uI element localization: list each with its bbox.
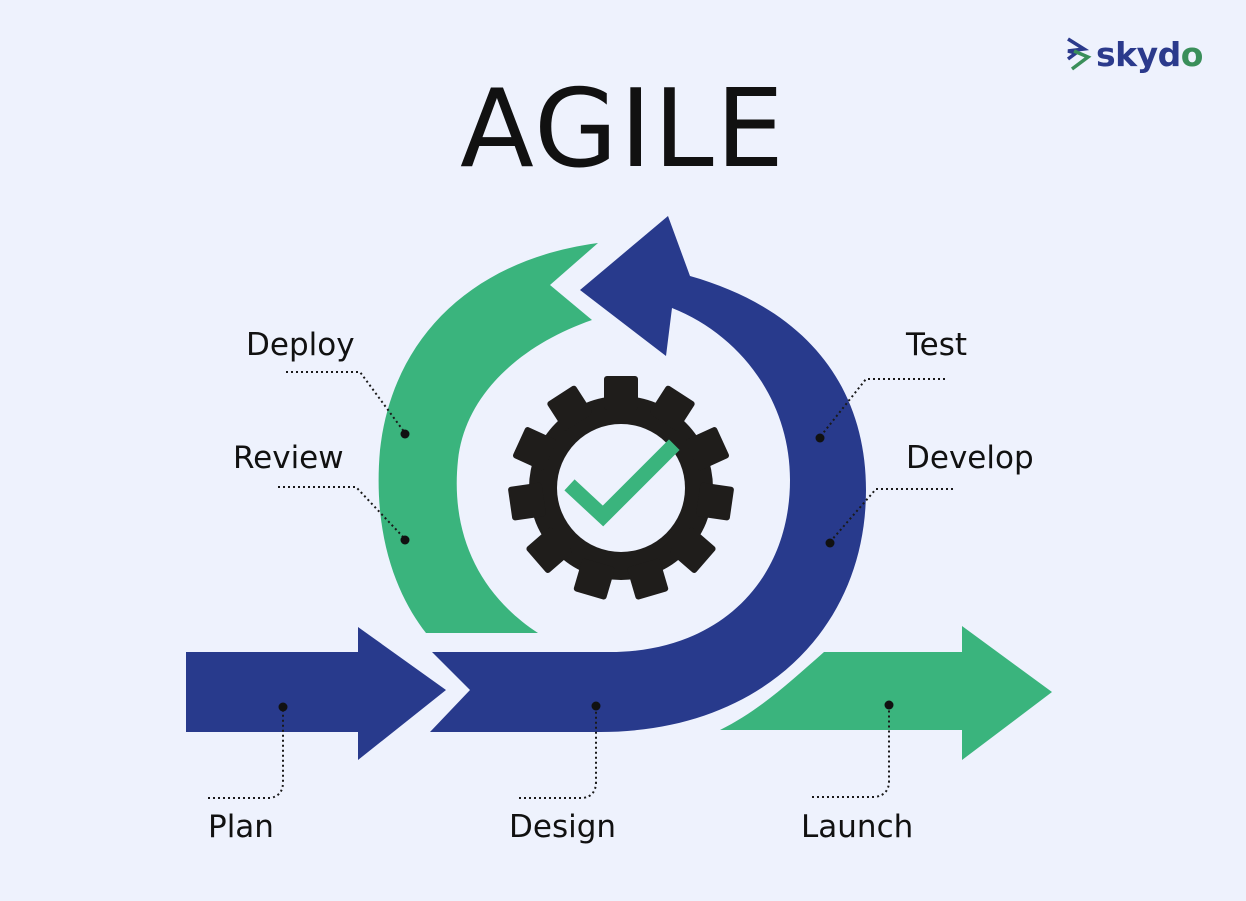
design-leader (519, 706, 597, 799)
plan-dot (278, 702, 288, 712)
brand-logo: skydo (1064, 34, 1203, 74)
review-dot (400, 535, 410, 545)
test-dot (815, 433, 825, 443)
launch-dot (884, 700, 894, 710)
stage-label-test: Test (906, 327, 968, 363)
stage-label-plan: Plan (208, 809, 274, 845)
navy-cycle-arrow (430, 216, 866, 732)
skydo-chevron-logo-icon (1066, 37, 1092, 71)
brand-name: skydo (1096, 34, 1203, 74)
stage-label-deploy: Deploy (246, 327, 355, 363)
design-dot (591, 701, 601, 711)
stage-label-launch: Launch (801, 809, 914, 845)
test-leader (819, 378, 945, 438)
stage-label-review: Review (233, 440, 344, 476)
gear-check-icon (508, 376, 734, 600)
deploy-dot (400, 429, 410, 439)
launch-arrow (720, 626, 1052, 760)
stage-label-develop: Develop (906, 440, 1034, 476)
plan-arrow (186, 627, 446, 760)
develop-dot (825, 538, 835, 548)
launch-leader (812, 705, 890, 798)
marker-dots (278, 429, 894, 712)
stage-label-design: Design (509, 809, 617, 845)
review-leader (278, 486, 406, 540)
green-cycle-arrow (378, 243, 598, 633)
develop-leader (829, 488, 953, 543)
leader-lines (208, 371, 953, 799)
page-title: AGILE (460, 67, 786, 192)
